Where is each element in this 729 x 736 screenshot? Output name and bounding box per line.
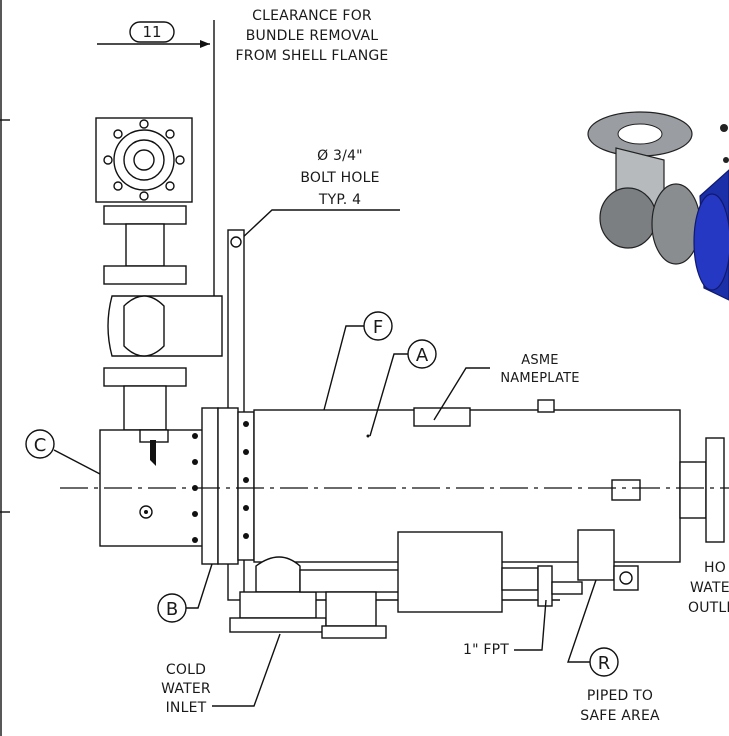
label-hot-3: OUTLE <box>688 600 729 616</box>
balloon-C-leader <box>53 449 101 475</box>
asme-leader <box>433 367 490 421</box>
fpt-leader <box>514 599 547 651</box>
label-hot-1: HO <box>704 560 726 576</box>
cold-inlet-leader <box>212 633 281 707</box>
bottom-piping <box>229 529 639 639</box>
label-inlet: INLET <box>166 700 207 716</box>
balloon-F-text: F <box>373 317 383 338</box>
shell-flange <box>192 407 255 565</box>
balloon-R-leader <box>567 579 597 663</box>
label-asme: ASME <box>521 353 558 368</box>
top-pipe-assembly <box>95 117 223 431</box>
balloon-R-text: R <box>598 653 611 674</box>
label-bolt-diameter: Ø 3/4" <box>317 148 363 164</box>
balloon-11 <box>129 21 175 43</box>
balloon-C <box>25 429 55 459</box>
label-piped-to: PIPED TO <box>587 688 653 704</box>
label-safe-area: SAFE AREA <box>580 708 660 724</box>
label-fpt: 1" FPT <box>463 642 509 658</box>
label-clearance-2: BUNDLE REMOVAL <box>246 28 379 44</box>
label-clearance-1: CLEARANCE FOR <box>252 8 372 24</box>
balloon-F-leader <box>323 325 364 411</box>
hot-water-outlet-flange <box>679 437 725 543</box>
label-clearance-3: FROM SHELL FLANGE <box>236 48 389 64</box>
balloon-C-text: C <box>34 435 47 456</box>
label-nameplate: NAMEPLATE <box>500 371 579 386</box>
balloon-B-text: B <box>166 599 178 620</box>
balloon-11-text: 11 <box>142 23 161 41</box>
label-water: WATER <box>161 681 211 697</box>
label-hot-2: WATE <box>690 580 729 596</box>
label-bolt-hole: BOLT HOLE <box>300 170 379 186</box>
asme-nameplate <box>413 407 471 427</box>
label-cold: COLD <box>166 662 206 678</box>
bolt-leader <box>239 209 400 241</box>
clearance-arrow <box>200 40 210 48</box>
balloon-A-leader <box>369 353 408 437</box>
label-bolt-typ: TYP. 4 <box>318 192 361 208</box>
valve-illustration <box>587 111 729 301</box>
balloon-A-text: A <box>416 345 429 366</box>
balloon-B-leader <box>186 563 213 609</box>
